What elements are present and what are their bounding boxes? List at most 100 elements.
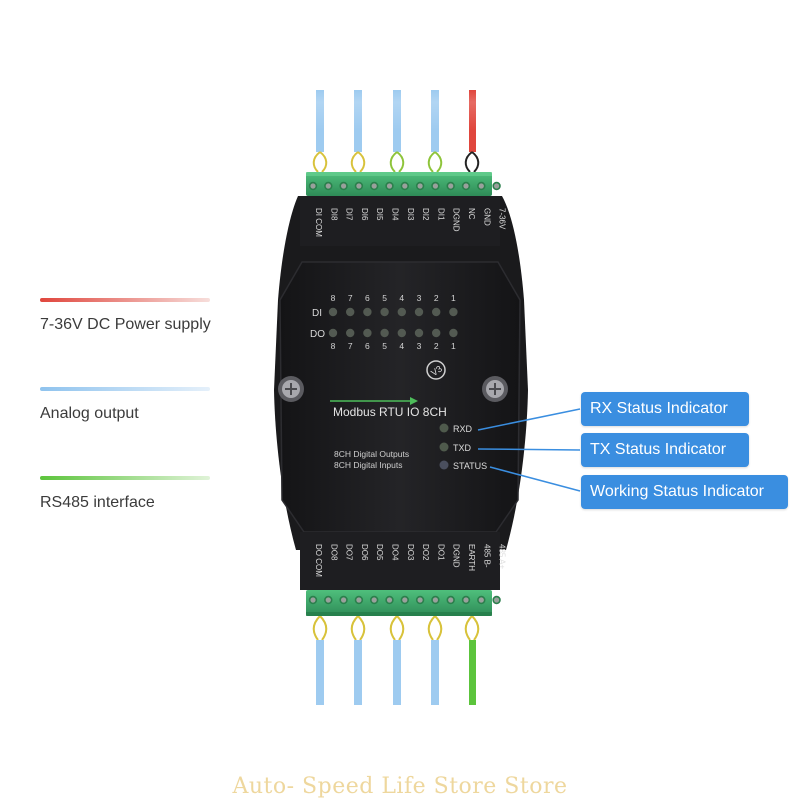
di-led xyxy=(397,307,406,317)
di-led xyxy=(414,307,424,317)
di-led-number: 7 xyxy=(348,293,353,303)
rx-status-callout: RX Status Indicator xyxy=(581,392,749,426)
legend-rs485-label: RS485 interface xyxy=(40,494,155,511)
do-led xyxy=(380,328,389,338)
terminal-screw-head xyxy=(310,597,316,603)
legend-power: 7-36V DC Power supply xyxy=(40,298,211,334)
terminal-screw-head xyxy=(417,597,423,603)
txd-led xyxy=(439,442,449,452)
di-row-label: DI xyxy=(312,308,322,319)
legend-power-label: 7-36V DC Power supply xyxy=(40,316,211,333)
terminal-screw-head xyxy=(432,597,438,603)
do-led-number: 1 xyxy=(451,341,456,351)
inputs-description: 8CH Digital Inputs xyxy=(334,460,403,470)
power-wire-swatch xyxy=(40,298,210,302)
legend-analog: Analog output xyxy=(40,387,210,423)
terminal-label: DO7 xyxy=(345,544,354,561)
do-led xyxy=(449,328,458,338)
analog-wire xyxy=(316,640,324,705)
di-led-number: 6 xyxy=(365,293,370,303)
terminal-label: 485 B- xyxy=(482,544,491,568)
terminal-screw-head xyxy=(478,597,484,603)
terminal-label: GND xyxy=(482,208,491,226)
do-row-label: DO xyxy=(310,329,325,340)
terminal-label: DGND xyxy=(452,544,461,568)
di-led-number: 8 xyxy=(331,293,336,303)
do-led-number: 3 xyxy=(417,341,422,351)
do-led xyxy=(432,328,441,338)
terminal-label: DI COM xyxy=(314,208,323,237)
outputs-description: 8CH Digital Outputs xyxy=(334,449,409,459)
do-led-number: 5 xyxy=(382,341,387,351)
terminal-label: DO8 xyxy=(329,544,338,561)
legend-rs485: RS485 interface xyxy=(40,476,210,512)
working-status-callout: Working Status Indicator xyxy=(581,475,788,509)
terminal-label: DO6 xyxy=(360,544,369,561)
terminal-label: DO2 xyxy=(421,544,430,561)
do-led-number: 8 xyxy=(331,341,336,351)
terminal-label: DI4 xyxy=(391,208,400,221)
bottom-terminal-block xyxy=(306,590,492,616)
status-indicators: RXD TXD STATUS xyxy=(439,423,487,471)
terminal-label: 485 A+ xyxy=(498,544,507,569)
terminal-screw-head xyxy=(386,183,393,189)
rs485-wire xyxy=(469,640,476,705)
model-name: Modbus RTU IO 8CH xyxy=(333,405,447,419)
terminal-label: DO COM xyxy=(314,544,323,577)
terminal-screw-head xyxy=(371,597,377,603)
di-led xyxy=(449,307,458,317)
terminal-screw-head xyxy=(325,183,331,189)
terminal-label: DO1 xyxy=(436,544,445,561)
di-led-number: 2 xyxy=(434,293,439,303)
di-led-number: 3 xyxy=(417,293,422,303)
terminal-screw-head xyxy=(402,597,408,603)
tx-status-callout: TX Status Indicator xyxy=(581,433,749,467)
terminal-screw-head xyxy=(341,183,347,189)
terminal-screw-head xyxy=(478,183,484,189)
di-led xyxy=(346,307,355,317)
top-terminal-block xyxy=(306,172,492,196)
analog-wire xyxy=(393,640,401,705)
di-led-number: 4 xyxy=(399,293,404,303)
terminal-screw-head xyxy=(494,597,500,603)
terminal-label: DI7 xyxy=(345,208,354,221)
terminal-screw-head xyxy=(386,597,393,603)
analog-wire-swatch xyxy=(40,387,210,391)
terminal-screw-head xyxy=(448,183,454,189)
terminal-label: DO3 xyxy=(406,544,415,561)
di-led-number: 1 xyxy=(451,293,456,303)
terminal-label: NC xyxy=(467,208,476,220)
terminal-screw-head xyxy=(463,597,469,603)
terminal-screw-head xyxy=(448,597,454,603)
terminal-screw-head xyxy=(325,597,331,603)
terminal-label: DI1 xyxy=(436,208,445,221)
analog-wire xyxy=(431,640,439,705)
di-led-number: 5 xyxy=(382,293,387,303)
terminal-label: DGND xyxy=(452,208,461,232)
rxd-led xyxy=(439,423,449,433)
terminal-label: DI6 xyxy=(360,208,369,221)
left-mount-screw xyxy=(278,376,304,402)
terminal-label: 7-36V xyxy=(498,208,507,230)
analog-wire xyxy=(354,640,362,705)
di-led xyxy=(380,307,389,317)
do-led-number: 7 xyxy=(348,341,353,351)
do-led xyxy=(397,328,406,338)
right-mount-screw xyxy=(482,376,508,402)
bottom-wires xyxy=(312,615,480,705)
terminal-label: DI2 xyxy=(421,208,430,221)
store-watermark: Auto- Speed Life Store Store xyxy=(232,774,568,799)
legend-analog-label: Analog output xyxy=(40,405,139,422)
txd-label: TXD xyxy=(453,443,472,453)
do-led-number: 6 xyxy=(365,341,370,351)
terminal-screw-head xyxy=(402,183,408,189)
terminal-screw-head xyxy=(432,183,438,189)
bottom-terminal-screws xyxy=(308,595,501,605)
terminal-label: DI8 xyxy=(329,208,338,221)
terminal-screw-head xyxy=(463,183,469,189)
terminal-screw-head xyxy=(371,183,377,189)
